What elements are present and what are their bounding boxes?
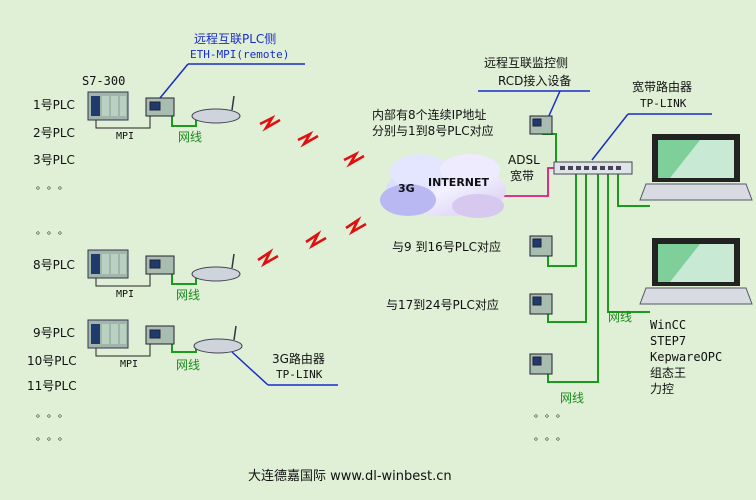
ellipsis-2: 。。。 bbox=[36, 226, 74, 237]
adsl-broadband-label: 宽带 bbox=[510, 169, 535, 183]
callout-3g-router-title: 3G路由器 bbox=[272, 352, 325, 366]
ip-note-2: 分别与1到8号PLC对应 bbox=[372, 124, 494, 138]
network-cable-label-right-1: 网线 bbox=[608, 310, 633, 324]
callout-pointer-3g bbox=[231, 351, 269, 386]
mpi-label-2: MPI bbox=[116, 289, 135, 300]
mpi-line-3 bbox=[95, 344, 151, 357]
software-kepware: KepwareOPC bbox=[650, 350, 723, 364]
mpi-label-1: MPI bbox=[116, 131, 135, 142]
plc-rack-3 bbox=[87, 319, 129, 349]
callout-monitor-device: RCD接入设备 bbox=[498, 74, 572, 88]
plc-rack-2 bbox=[87, 249, 129, 279]
network-cable-label-right-2: 网线 bbox=[560, 391, 585, 405]
callout-broadband-title: 宽带路由器 bbox=[632, 80, 693, 94]
broadband-router-switch bbox=[553, 161, 633, 175]
eth-mpi-modules bbox=[145, 97, 175, 345]
laptop-2 bbox=[639, 238, 753, 305]
plc-rack-1 bbox=[87, 91, 129, 121]
plc-label-2: 2号PLC bbox=[33, 126, 75, 140]
mapping-17-24: 与17到24号PLC对应 bbox=[386, 298, 499, 312]
plc-label-9: 9号PLC bbox=[33, 326, 75, 340]
plc-label-1: 1号PLC bbox=[33, 98, 75, 112]
lan-left-1 bbox=[171, 108, 197, 127]
rcd-devices bbox=[529, 115, 553, 375]
plc-label-10: 10号PLC bbox=[27, 354, 77, 368]
software-wincc: WinCC bbox=[650, 318, 687, 332]
footer-credit: 大连德嘉国际 www.dl-winbest.cn bbox=[248, 469, 452, 484]
mpi-line-1 bbox=[95, 116, 151, 129]
mpi-label-3: MPI bbox=[120, 359, 139, 370]
plc-label-11: 11号PLC bbox=[27, 379, 77, 393]
mpi-line-2 bbox=[95, 274, 151, 287]
callout-remote-plc-title: 远程互联PLC侧 bbox=[194, 32, 277, 46]
callout-pointer-remote bbox=[159, 63, 189, 99]
ellipsis-right-1: 。。。 bbox=[534, 409, 572, 420]
software-forcecontrol: 力控 bbox=[650, 382, 675, 396]
cloud-badge-3g: 3G bbox=[398, 182, 415, 195]
ellipsis-3: 。。。 bbox=[36, 409, 74, 420]
ip-note-1: 内部有8个连续IP地址 bbox=[372, 108, 487, 122]
ellipsis-right-2: 。。。 bbox=[534, 432, 572, 443]
ellipsis-4: 。。。 bbox=[36, 432, 74, 443]
software-kingview: 组态王 bbox=[650, 366, 687, 380]
callout-3g-router-brand: TP-LINK bbox=[276, 368, 323, 381]
network-cable-label-2: 网线 bbox=[176, 288, 201, 302]
ellipsis-1: 。。。 bbox=[36, 181, 74, 192]
wireless-signals bbox=[257, 114, 367, 268]
mapping-9-16: 与9 到16号PLC对应 bbox=[392, 240, 502, 254]
lan-left-3 bbox=[171, 336, 197, 353]
lan-right bbox=[542, 133, 650, 383]
s7-300-label: S7-300 bbox=[82, 74, 126, 88]
software-step7: STEP7 bbox=[650, 334, 687, 348]
network-cable-label-3: 网线 bbox=[176, 358, 201, 372]
routers-3g bbox=[191, 95, 243, 354]
lan-left-2 bbox=[171, 266, 197, 285]
callout-broadband-brand: TP-LINK bbox=[640, 97, 687, 110]
callout-monitor-title: 远程互联监控侧 bbox=[484, 56, 569, 70]
internet-cloud bbox=[380, 154, 506, 218]
callout-remote-plc-device: ETH-MPI(remote) bbox=[190, 48, 290, 61]
callout-pointer-broadband bbox=[591, 113, 629, 161]
plc-label-3: 3号PLC bbox=[33, 153, 75, 167]
laptop-1 bbox=[639, 134, 753, 201]
cloud-label: INTERNET bbox=[428, 176, 490, 189]
network-cable-label-1: 网线 bbox=[178, 130, 203, 144]
callout-pointer-monitor bbox=[547, 90, 561, 119]
plc-label-8: 8号PLC bbox=[33, 258, 75, 272]
adsl-label: ADSL bbox=[508, 153, 540, 167]
